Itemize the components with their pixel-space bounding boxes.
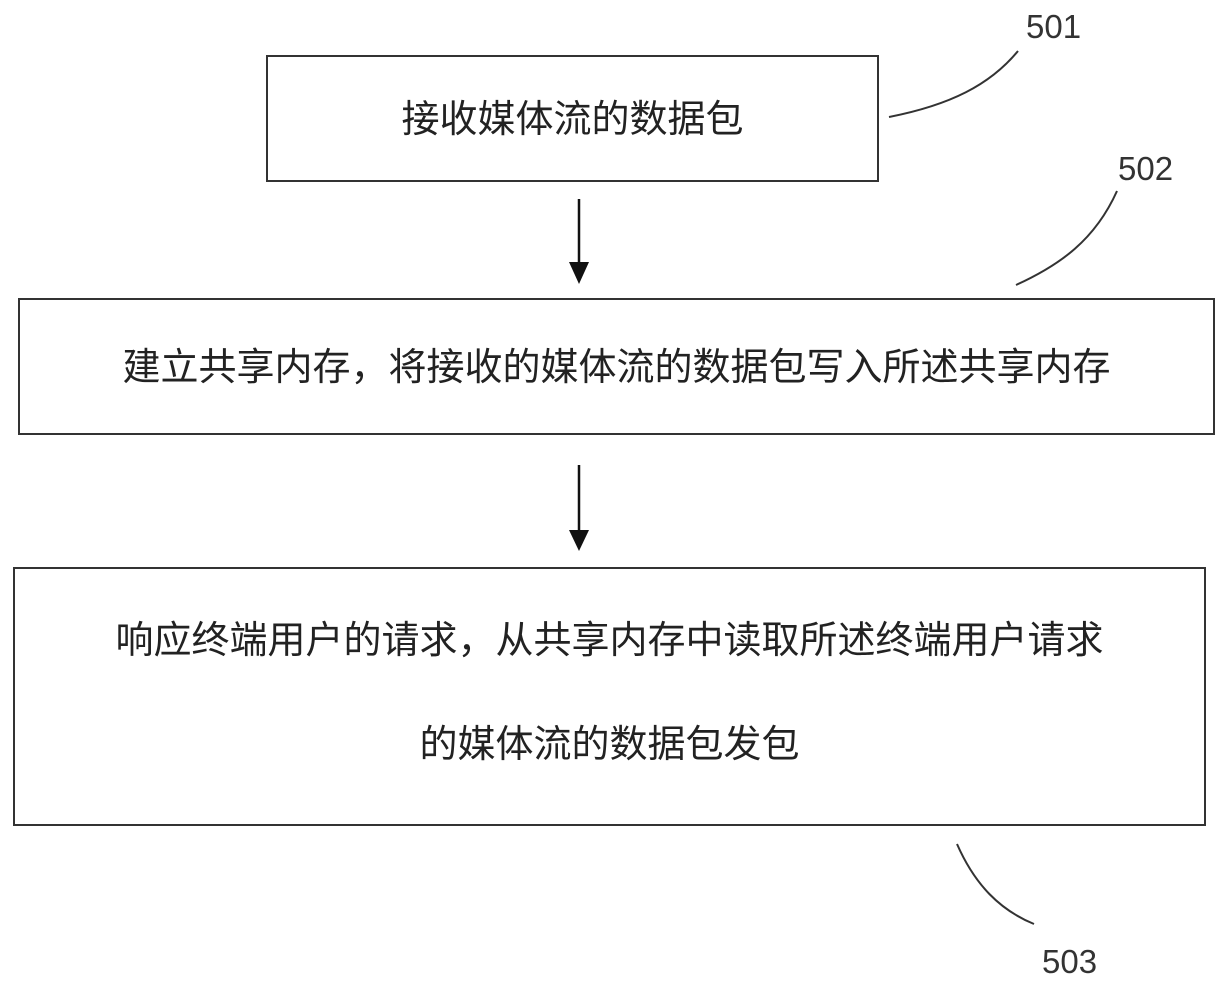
leader-line-501 bbox=[888, 50, 1019, 118]
ref-label-502: 502 bbox=[1118, 150, 1174, 187]
step-503-text-line-2: 的媒体流的数据包发包 bbox=[419, 722, 800, 766]
step-box-503: 响应终端用户的请求，从共享内存中读取所述终端用户请求 的媒体流的数据包发包 bbox=[13, 567, 1206, 826]
step-501-text: 接收媒体流的数据包 bbox=[401, 96, 744, 141]
step-503-text-line-1: 响应终端用户的请求，从共享内存中读取所述终端用户请求 bbox=[115, 618, 1104, 662]
leader-line-502 bbox=[1015, 190, 1118, 286]
leader-line-503 bbox=[956, 843, 1035, 925]
ref-label-501: 501 bbox=[1026, 8, 1082, 45]
step-502-text: 建立共享内存，将接收的媒体流的数据包写入所述共享内存 bbox=[122, 344, 1111, 389]
step-box-502: 建立共享内存，将接收的媒体流的数据包写入所述共享内存 bbox=[18, 298, 1215, 435]
arrow-502-to-503 bbox=[569, 465, 589, 551]
ref-label-503: 503 bbox=[1042, 943, 1098, 980]
arrow-501-to-502 bbox=[569, 199, 589, 284]
step-box-501: 接收媒体流的数据包 bbox=[266, 55, 879, 182]
